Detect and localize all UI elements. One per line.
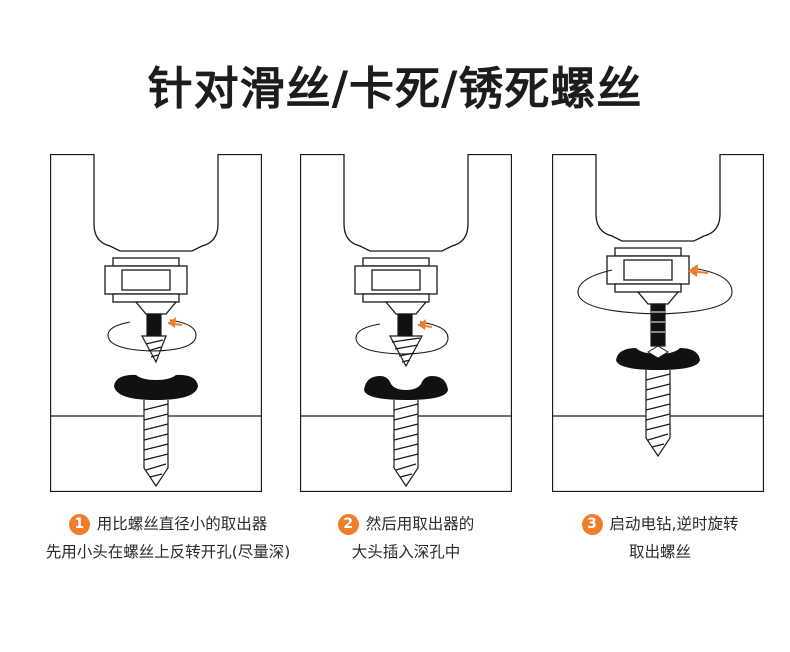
step-3-line-1: 启动电钻,逆时旋转 <box>609 515 739 533</box>
step-3-caption: 3 启动电钻,逆时旋转 取出螺丝 <box>540 510 780 566</box>
screw-head-icon <box>114 374 198 400</box>
page-title: 针对滑丝/卡死/锈死螺丝 <box>147 62 643 115</box>
step-3-illustration <box>552 154 764 492</box>
step-3-svg <box>552 154 764 492</box>
extractor-tip-in-screw <box>647 345 669 359</box>
step-2-badge: 2 <box>337 514 359 535</box>
step-2-illustration <box>300 154 512 492</box>
step-1-illustration <box>50 154 262 492</box>
step-2-svg <box>300 154 512 492</box>
step-1-line-2: 先用小头在螺丝上反转开孔(尽量深) <box>45 543 291 561</box>
drill-icon <box>343 154 469 315</box>
screw-icon <box>645 370 671 458</box>
step-1-svg <box>50 154 262 492</box>
extractor-bit-icon <box>140 313 167 364</box>
rotation-arrow-icon <box>355 319 449 355</box>
step-1-line-1: 用比螺丝直径小的取出器 <box>96 515 268 533</box>
screw-head-icon <box>364 376 448 400</box>
step-3-line-2: 取出螺丝 <box>628 543 691 561</box>
step-1-caption: 1 用比螺丝直径小的取出器 先用小头在螺丝上反转开孔(尽量深) <box>0 510 336 566</box>
screw-head-icon <box>616 348 700 370</box>
step-1-badge: 1 <box>68 514 90 535</box>
step-3-badge: 3 <box>581 514 603 535</box>
step-2-line-1: 然后用取出器的 <box>365 515 475 533</box>
step-2-line-2: 大头插入深孔中 <box>351 543 461 561</box>
rotation-arrow-icon <box>107 317 197 352</box>
extractor-bit-icon <box>389 313 423 368</box>
screw-icon <box>393 400 419 488</box>
extractor-bit-icon <box>650 303 666 347</box>
drill-icon <box>595 154 721 305</box>
step-2-caption: 2 然后用取出器的 大头插入深孔中 <box>300 510 512 566</box>
screw-icon <box>143 400 169 488</box>
drill-icon <box>93 154 219 315</box>
